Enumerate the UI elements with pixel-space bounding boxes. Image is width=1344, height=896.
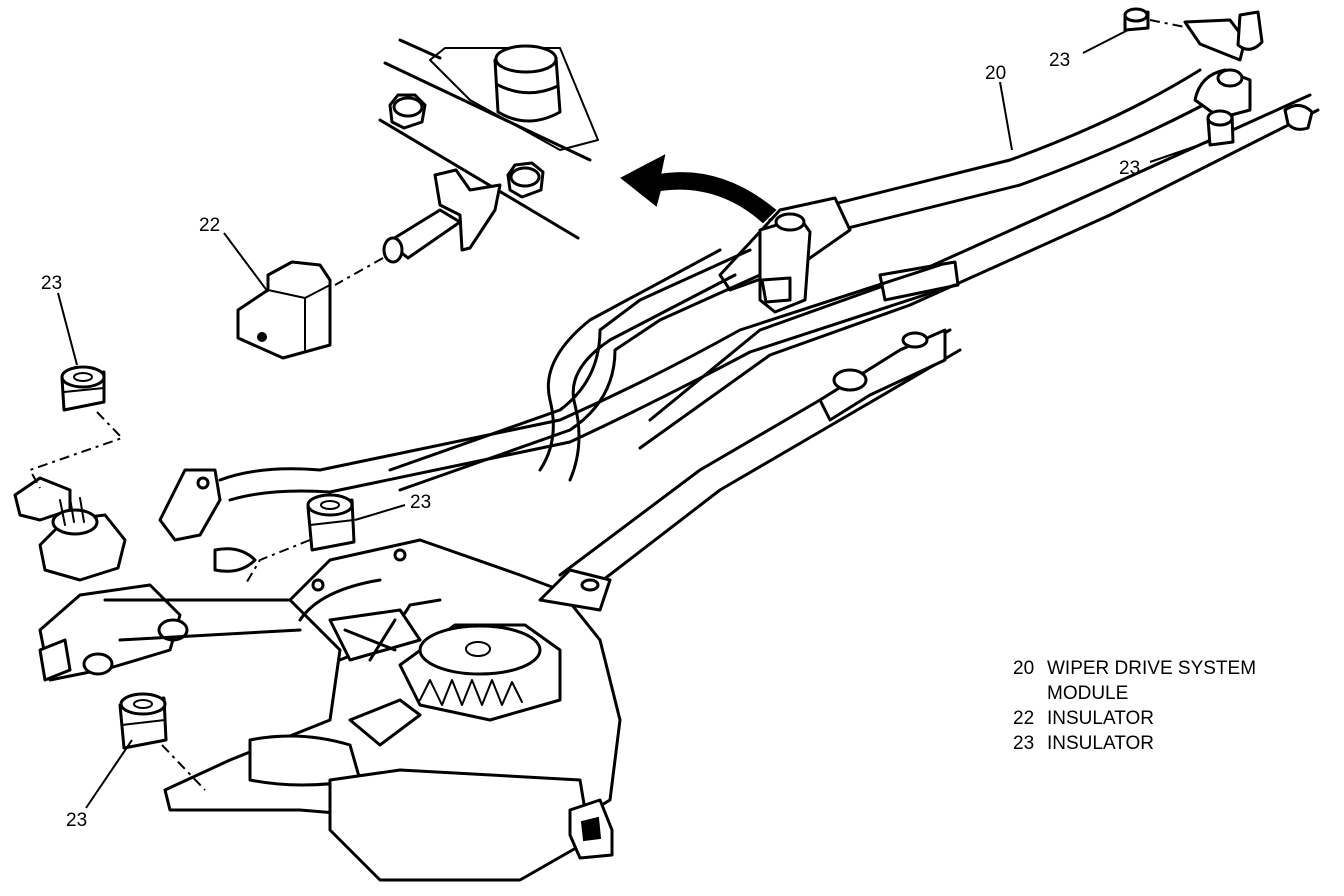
center-crank [718, 196, 852, 314]
insulator-23-bottom [118, 692, 206, 791]
legend-number: 20 [1013, 658, 1035, 679]
callout-23-mid: 23 [410, 492, 432, 513]
cowl-mount-inset [334, 38, 599, 286]
legend-row-22: 22 INSULATOR [1013, 706, 1256, 731]
left-pivot-base [13, 468, 302, 682]
parts-legend: 20 WIPER DRIVE SYSTEM MODULE 22 INSULATO… [1013, 656, 1256, 756]
motor-can [328, 768, 614, 882]
mount-bolt-lower [506, 161, 545, 199]
legend-row-20-cont: MODULE [1013, 681, 1256, 706]
leader-lines [57, 29, 1209, 809]
callout-20: 20 [985, 63, 1007, 84]
insulator-23-top [1123, 7, 1191, 32]
right-pivot [1183, 10, 1314, 131]
link-end-right [818, 260, 960, 422]
base-bolt-left [82, 618, 189, 676]
legend-label: INSULATOR [1047, 708, 1154, 729]
legend-label-continued: MODULE [1047, 683, 1129, 704]
legend-label: WIPER DRIVE SYSTEM [1047, 658, 1257, 679]
legend-row-23: 23 INSULATOR [1013, 731, 1256, 756]
pointer-arrow [620, 154, 777, 224]
legend-number: 23 [1013, 733, 1035, 754]
mount-bolt-upper [388, 93, 427, 130]
wiper-drive-module-20 [218, 10, 1320, 592]
callout-23-right: 23 [1119, 158, 1141, 179]
gear-drum [398, 623, 562, 722]
motor-gearbox [163, 538, 622, 882]
insulator-23-right [1206, 109, 1235, 147]
legend-row-20: 20 WIPER DRIVE SYSTEM [1013, 656, 1256, 681]
insulator-23-left [28, 365, 124, 489]
callout-23-left: 23 [41, 273, 63, 294]
callout-23-top: 23 [1049, 50, 1071, 71]
callout-22: 22 [199, 215, 221, 236]
legend-number: 22 [1013, 708, 1035, 729]
legend-label: INSULATOR [1047, 733, 1154, 754]
insulator-23-mid [244, 493, 356, 586]
callout-23-bottom: 23 [66, 810, 88, 831]
insulator-22-part [236, 260, 332, 360]
